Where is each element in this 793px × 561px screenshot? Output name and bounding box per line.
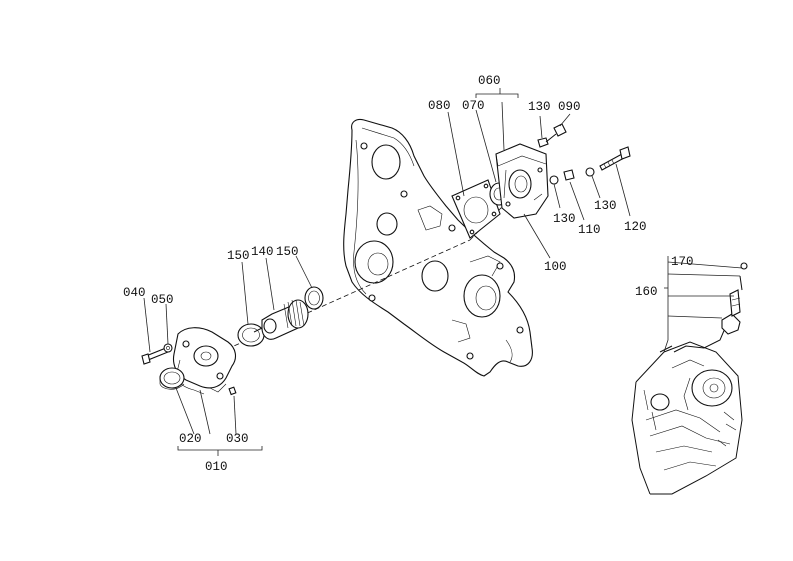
nut-110 bbox=[563, 169, 575, 181]
label-170: 170 bbox=[671, 255, 694, 269]
nut-130-mid bbox=[549, 175, 559, 185]
label-150-left: 150 bbox=[227, 249, 250, 263]
label-040: 040 bbox=[123, 286, 146, 300]
shim-150-left bbox=[237, 323, 265, 347]
label-130-top: 130 bbox=[528, 100, 551, 114]
label-020: 020 bbox=[179, 432, 202, 446]
callout-labels: 010 020 030 040 050 060 070 080 090 100 … bbox=[123, 74, 694, 474]
label-120: 120 bbox=[624, 220, 647, 234]
label-030: 030 bbox=[226, 432, 249, 446]
nut-130-top bbox=[537, 137, 549, 148]
label-050: 050 bbox=[151, 293, 174, 307]
oil-pump-body bbox=[172, 327, 237, 395]
axis-line-left bbox=[175, 239, 471, 373]
bolt-040 bbox=[141, 347, 169, 365]
label-010: 010 bbox=[205, 460, 228, 474]
housing-060 bbox=[495, 143, 549, 219]
leader-lines bbox=[143, 88, 743, 456]
label-080: 080 bbox=[428, 99, 451, 113]
fitting-090 bbox=[545, 123, 567, 143]
label-110: 110 bbox=[578, 223, 601, 237]
label-130-right: 130 bbox=[594, 199, 617, 213]
washer-050 bbox=[163, 343, 173, 353]
washer-130-right bbox=[585, 167, 595, 177]
ring-020 bbox=[159, 367, 185, 390]
label-070: 070 bbox=[462, 99, 485, 113]
pin-030 bbox=[228, 386, 237, 396]
label-090: 090 bbox=[558, 100, 581, 114]
label-150-right: 150 bbox=[276, 245, 299, 259]
shim-150-right bbox=[304, 286, 324, 310]
gear-case-cover bbox=[343, 118, 533, 377]
plug-170 bbox=[739, 262, 748, 291]
label-100: 100 bbox=[544, 260, 567, 274]
fitting-160 bbox=[721, 289, 741, 335]
label-130-mid: 130 bbox=[553, 212, 576, 226]
label-160: 160 bbox=[635, 285, 658, 299]
engine-block-detail bbox=[631, 325, 743, 495]
label-140: 140 bbox=[251, 245, 274, 259]
bolt-120 bbox=[599, 146, 631, 171]
label-060: 060 bbox=[478, 74, 501, 88]
gear-140 bbox=[253, 299, 309, 340]
